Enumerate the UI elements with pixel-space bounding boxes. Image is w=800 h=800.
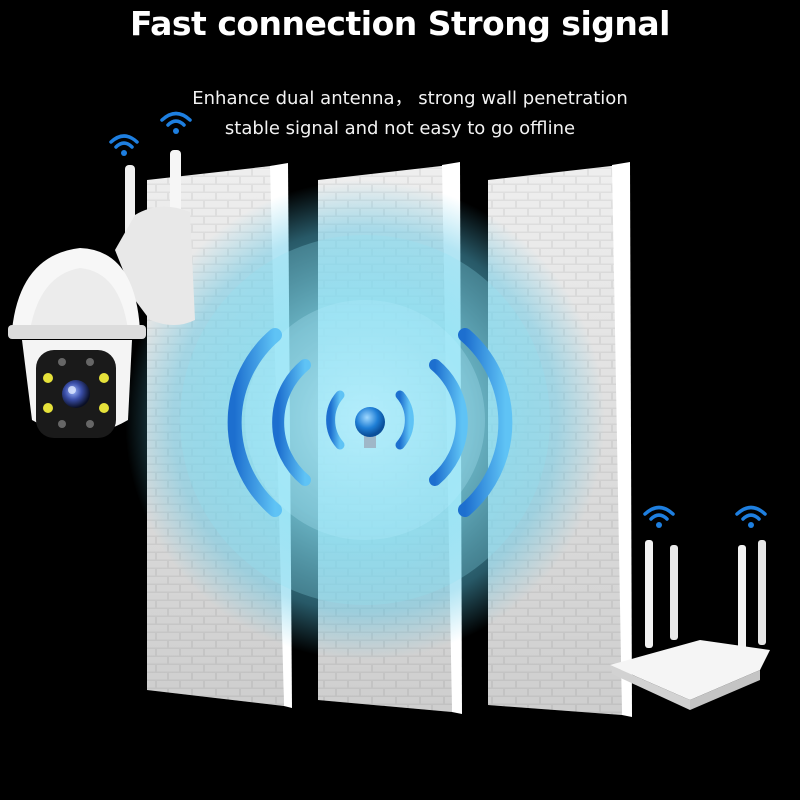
wifi-router — [610, 540, 770, 710]
wifi-icon — [109, 134, 139, 156]
wifi-icon — [643, 505, 675, 528]
headline: Fast connection Strong signal — [130, 4, 670, 43]
subtitle-line-2: stable signal and not easy to go offline — [224, 118, 576, 139]
wifi-icon — [160, 111, 192, 134]
subtitle-line-1: Enhance dual antenna， strong wall penetr… — [192, 88, 628, 109]
signal-arcs-right — [395, 328, 513, 517]
camera-leds — [43, 358, 109, 428]
signal-arcs-left — [227, 328, 345, 517]
signal-emitter — [227, 328, 513, 517]
emitter-ball — [355, 407, 385, 437]
wifi-icon — [735, 505, 767, 528]
security-camera — [8, 150, 195, 438]
